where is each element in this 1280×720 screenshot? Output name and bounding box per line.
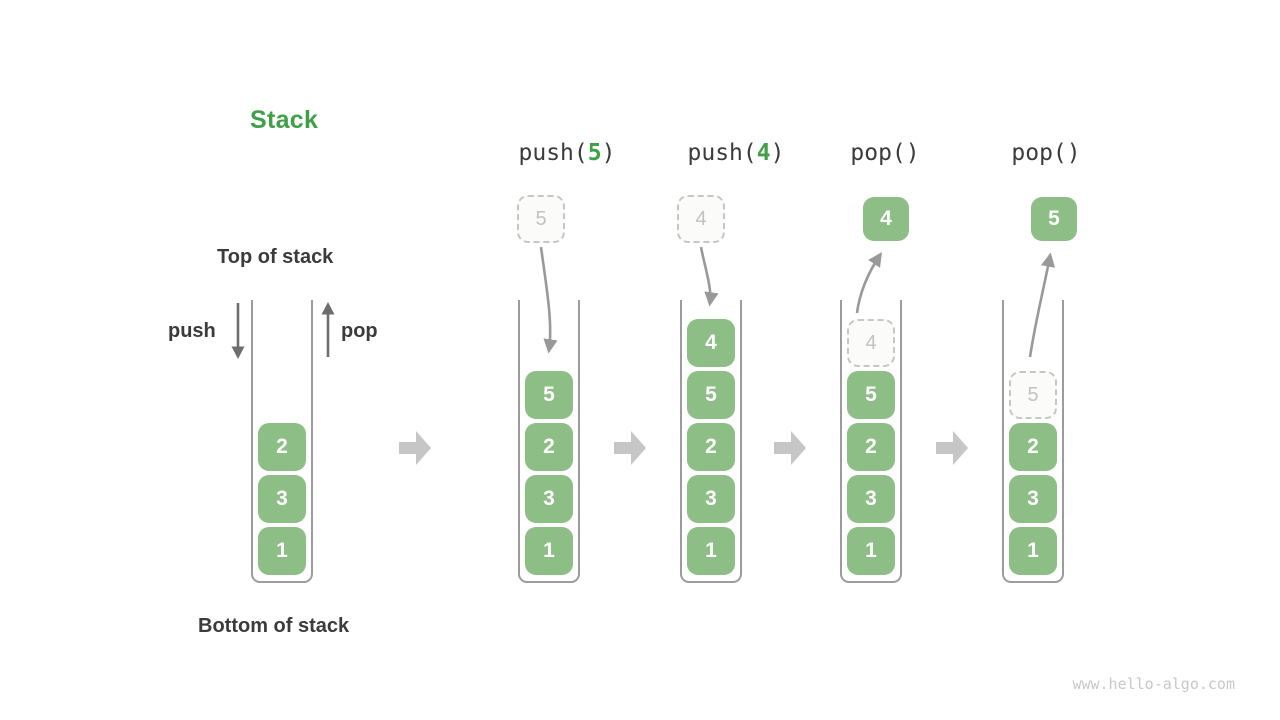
push-value-ghost-box: 4	[677, 195, 725, 243]
stack-item: 1	[687, 527, 735, 575]
op-fn: push(	[518, 140, 588, 166]
stack-item: 3	[525, 475, 573, 523]
popped-value-box: 4	[863, 197, 909, 241]
stack-item: 2	[687, 423, 735, 471]
stack-item-ghost: 5	[1009, 371, 1057, 419]
operation-label-pop-first: pop()	[815, 140, 955, 166]
stack-item: 5	[687, 371, 735, 419]
stack-container-after-push4	[680, 300, 742, 583]
stack-item: 3	[258, 475, 306, 523]
op-close: )	[905, 140, 920, 166]
top-of-stack-label: Top of stack	[217, 246, 334, 268]
stack-item: 2	[525, 423, 573, 471]
stack-item: 2	[847, 423, 895, 471]
op-fn: pop(	[1011, 140, 1067, 166]
stack-container-after-pop2	[1002, 300, 1064, 583]
op-arg: 4	[756, 140, 771, 166]
stack-container-after-pop1	[840, 300, 902, 583]
operation-label-push4: push(4)	[666, 140, 806, 166]
op-close: )	[770, 140, 785, 166]
stack-item: 2	[258, 423, 306, 471]
op-close: )	[1066, 140, 1081, 166]
op-fn: push(	[687, 140, 757, 166]
op-close: )	[601, 140, 616, 166]
stack-item: 1	[1009, 527, 1057, 575]
stack-item: 5	[847, 371, 895, 419]
op-arg: 5	[587, 140, 602, 166]
push-down-arrow-icon	[231, 303, 245, 359]
stack-container-initial	[251, 300, 313, 583]
transition-arrow-icon	[614, 431, 646, 465]
push4-curve-arrow-icon	[699, 246, 719, 307]
stack-item: 3	[1009, 475, 1057, 523]
operation-label-push5: push(5)	[497, 140, 637, 166]
stack-item: 1	[258, 527, 306, 575]
watermark: www.hello-algo.com	[1072, 675, 1235, 693]
pop-label: pop	[341, 320, 378, 342]
popped-value-box: 5	[1031, 197, 1077, 241]
stack-item: 2	[1009, 423, 1057, 471]
stack-item: 3	[847, 475, 895, 523]
push-label: push	[168, 320, 216, 342]
stack-container-after-push5	[518, 300, 580, 583]
stack-item: 5	[525, 371, 573, 419]
transition-arrow-icon	[399, 431, 431, 465]
op-fn: pop(	[850, 140, 906, 166]
stack-item: 1	[847, 527, 895, 575]
stack-item: 3	[687, 475, 735, 523]
stack-item: 4	[687, 319, 735, 367]
pop-up-arrow-icon	[321, 302, 335, 357]
operation-label-pop-second: pop()	[976, 140, 1116, 166]
bottom-of-stack-label: Bottom of stack	[198, 615, 350, 637]
transition-arrow-icon	[774, 431, 806, 465]
transition-arrow-icon	[936, 431, 968, 465]
push-value-ghost-box: 5	[517, 195, 565, 243]
stack-item: 1	[525, 527, 573, 575]
diagram-title: Stack	[250, 106, 319, 134]
stack-item-ghost: 4	[847, 319, 895, 367]
